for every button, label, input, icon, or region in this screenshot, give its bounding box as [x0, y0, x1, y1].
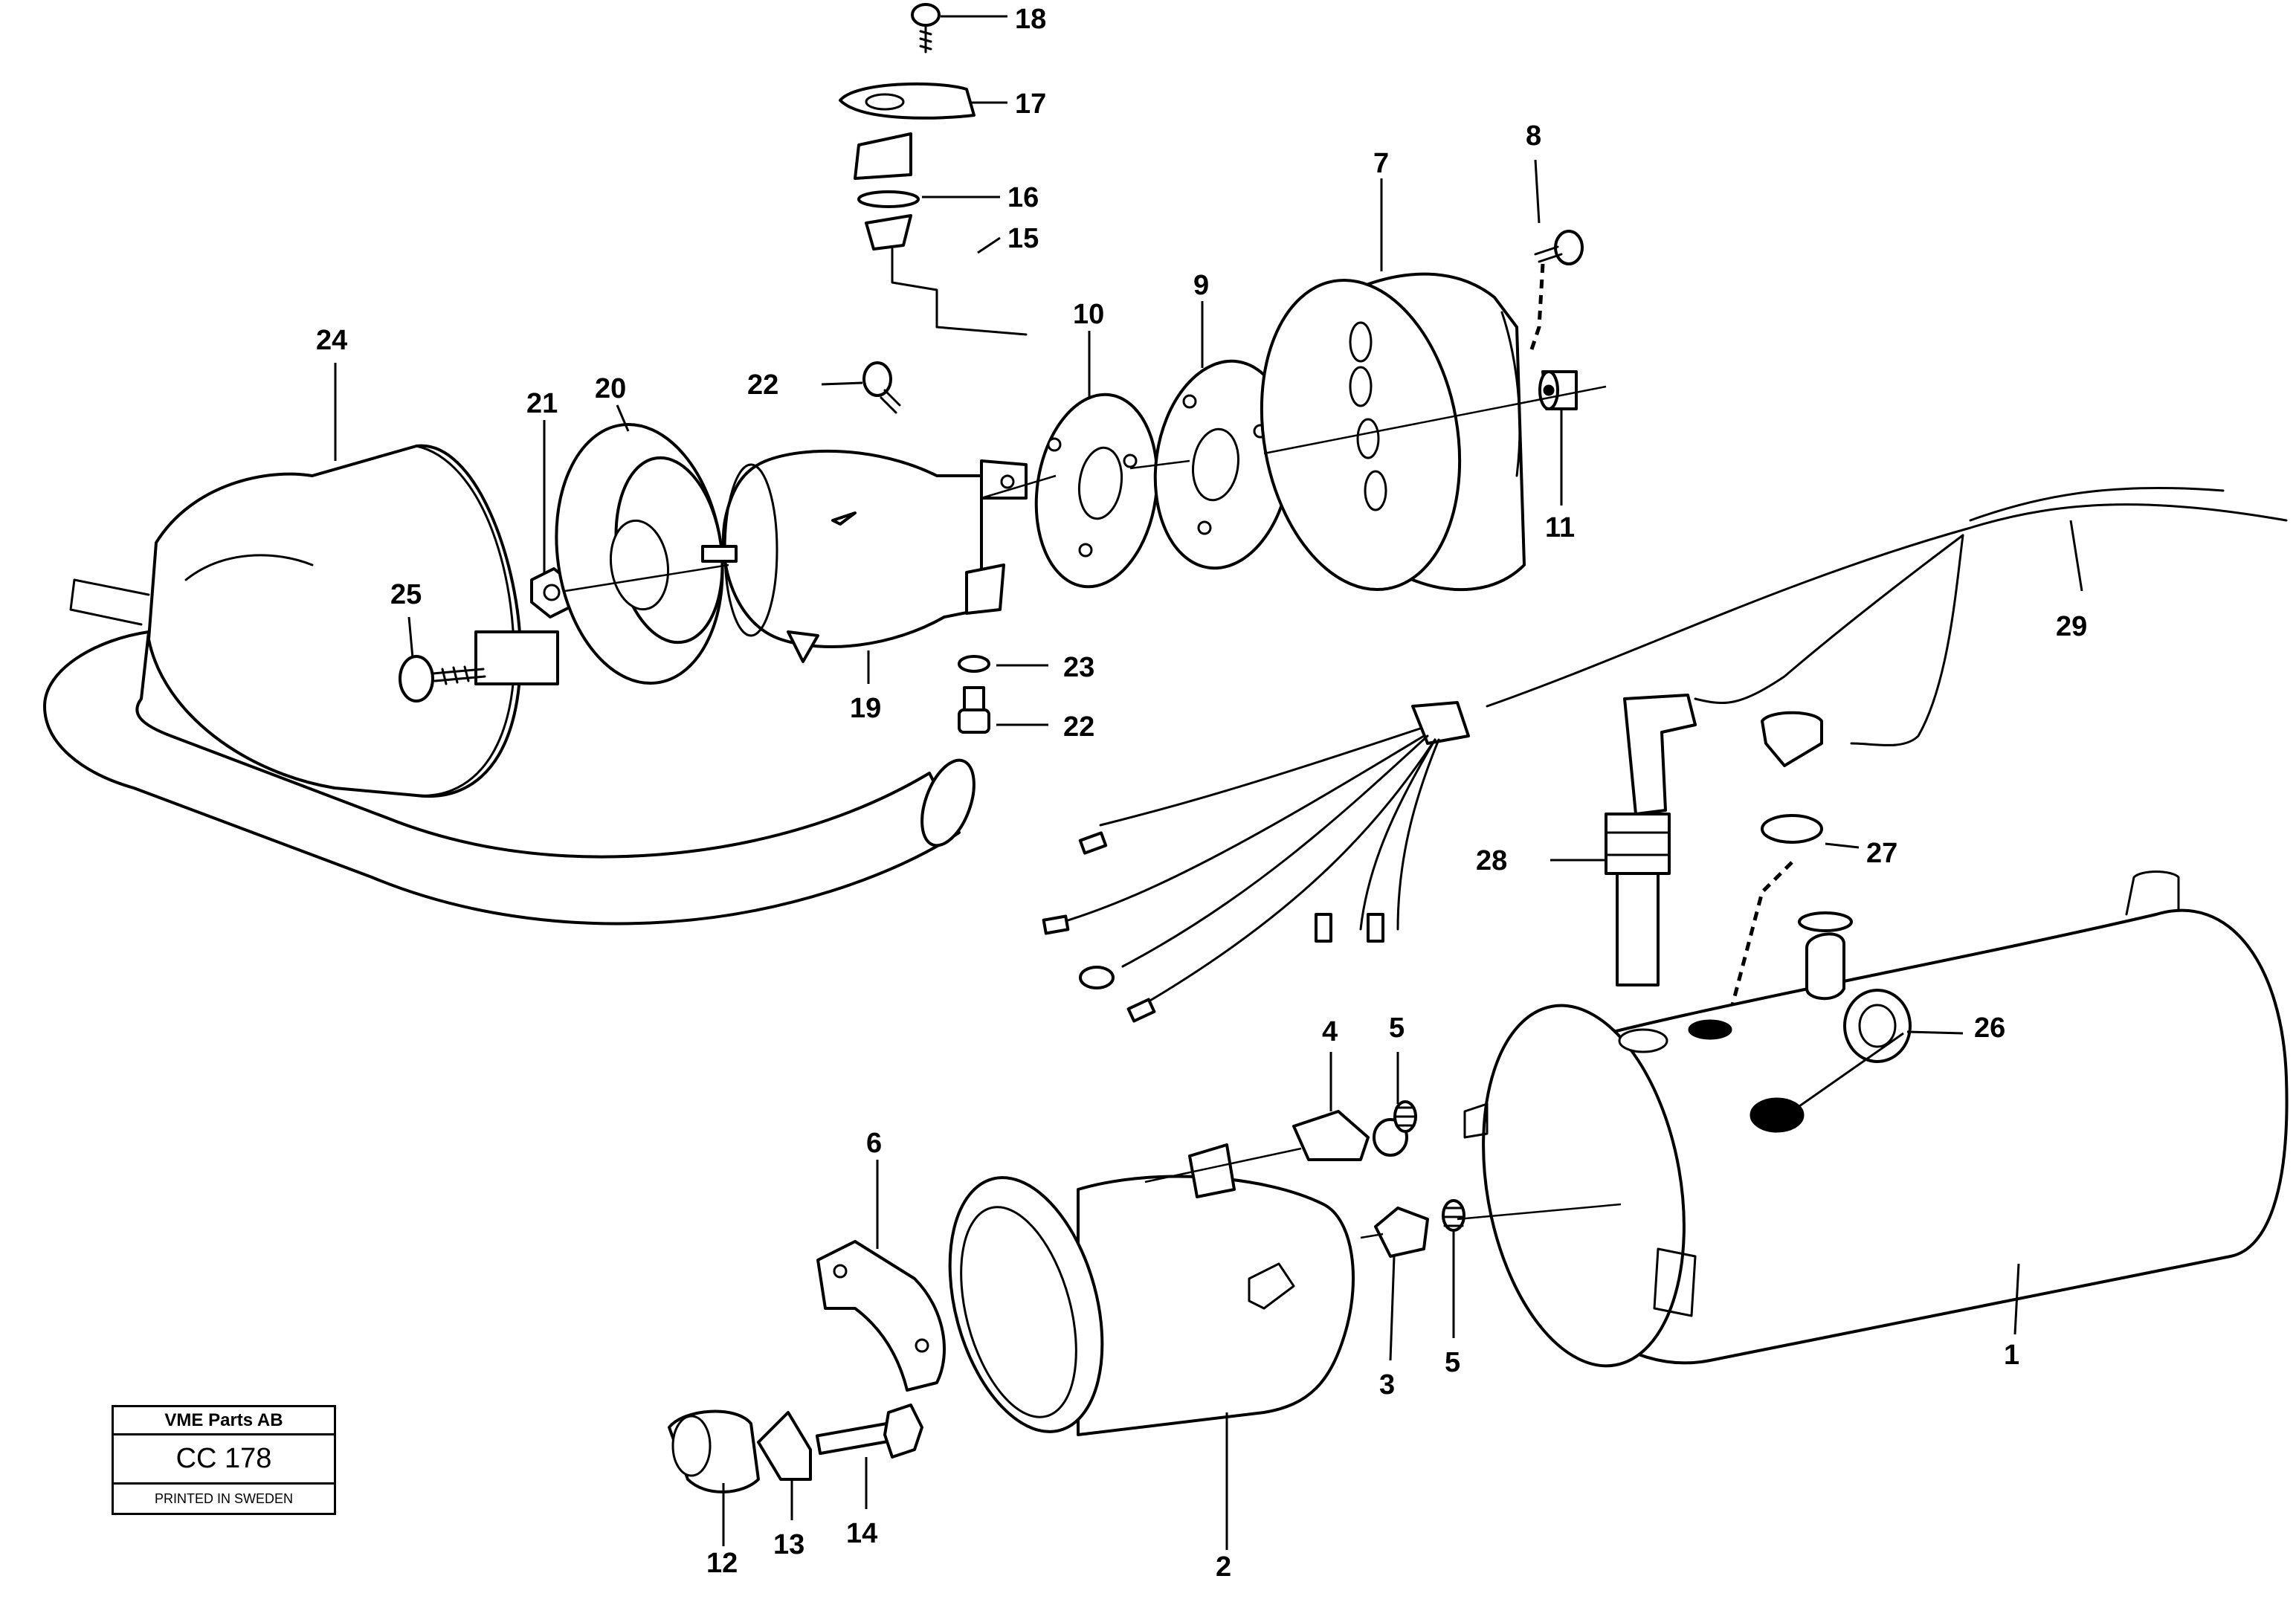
- gasket-plate-9: [1153, 359, 1293, 570]
- clip-13: [757, 1411, 812, 1481]
- callout-14: 14: [846, 1518, 877, 1549]
- callout-22-bottom: 22: [1063, 711, 1094, 743]
- bracket-rod-15: [865, 214, 1028, 336]
- washer-23: [958, 655, 990, 673]
- spring-5-upper: [1393, 1100, 1417, 1133]
- nozzle-12: [668, 1409, 760, 1493]
- callout-17: 17: [1015, 88, 1046, 120]
- grommet-16: [854, 132, 920, 208]
- bracket-6: [816, 1240, 946, 1392]
- callout-12: 12: [706, 1548, 738, 1579]
- screw-22-top: [862, 361, 901, 414]
- callout-20: 20: [595, 373, 626, 404]
- callout-26: 26: [1974, 1012, 2005, 1044]
- callout-23: 23: [1063, 652, 1094, 683]
- callout-15: 15: [1007, 223, 1039, 254]
- electrode-3: [1374, 1207, 1429, 1258]
- callout-25: 25: [390, 579, 422, 610]
- fan-wheel-20: [555, 423, 724, 685]
- callout-19: 19: [850, 693, 881, 724]
- bracket-screw-25: [399, 630, 559, 703]
- callout-13: 13: [773, 1529, 804, 1560]
- callout-28: 28: [1476, 845, 1507, 876]
- callout-3: 3: [1379, 1369, 1395, 1401]
- screw-22-bottom: [958, 686, 990, 734]
- leader-lines: [334, 15, 2083, 1550]
- bolt-14: [815, 1404, 923, 1459]
- callout-6: 6: [866, 1128, 882, 1159]
- callout-8: 8: [1526, 120, 1541, 152]
- callout-24: 24: [316, 325, 347, 356]
- cap-26: [1843, 989, 1912, 1063]
- callout-4: 4: [1322, 1016, 1338, 1047]
- company-name: VME Parts AB: [114, 1407, 334, 1435]
- printed-note: PRINTED IN SWEDEN: [154, 1490, 293, 1506]
- callout-11: 11: [1545, 512, 1575, 543]
- callout-18: 18: [1015, 4, 1046, 35]
- screw-8: [1534, 230, 1584, 265]
- tank-1: [1463, 871, 2289, 1368]
- pipe-assembly-24: [43, 444, 976, 926]
- callout-1: 1: [2004, 1340, 2019, 1371]
- burner-2: [948, 1143, 1355, 1436]
- cover-7: [1260, 272, 1526, 592]
- spring-5-lower: [1442, 1199, 1465, 1232]
- callout-27: 27: [1866, 838, 1897, 869]
- callout-10: 10: [1073, 299, 1104, 330]
- plug-27: [1761, 711, 1823, 844]
- callout-7: 7: [1373, 148, 1389, 179]
- callout-9: 9: [1193, 270, 1209, 301]
- callout-16: 16: [1007, 182, 1039, 213]
- callout-29: 29: [2056, 611, 2087, 642]
- flange-plate-10: [1034, 393, 1159, 589]
- motor-19: [701, 449, 1028, 663]
- callout-21: 21: [526, 388, 558, 419]
- callout-5-lower: 5: [1445, 1347, 1460, 1378]
- electrode-4: [1292, 1110, 1408, 1161]
- bracket-17: [839, 82, 976, 120]
- title-block: VME Parts AB CC 178 PRINTED IN SWEDEN: [112, 1405, 336, 1515]
- sensor-28: [1605, 694, 1697, 986]
- callout-22-top: 22: [747, 369, 778, 401]
- screw-18: [911, 3, 941, 54]
- wiring-harness-29: [1042, 486, 2288, 1023]
- spacer-11: [1538, 370, 1578, 410]
- callout-2: 2: [1216, 1551, 1231, 1583]
- drawing-code: CC 178: [114, 1435, 334, 1485]
- callout-labels: 18 17 16 15 8 7 9 10 24 22 21 20 11 25 2…: [316, 4, 2087, 1583]
- callout-5-upper: 5: [1389, 1012, 1405, 1044]
